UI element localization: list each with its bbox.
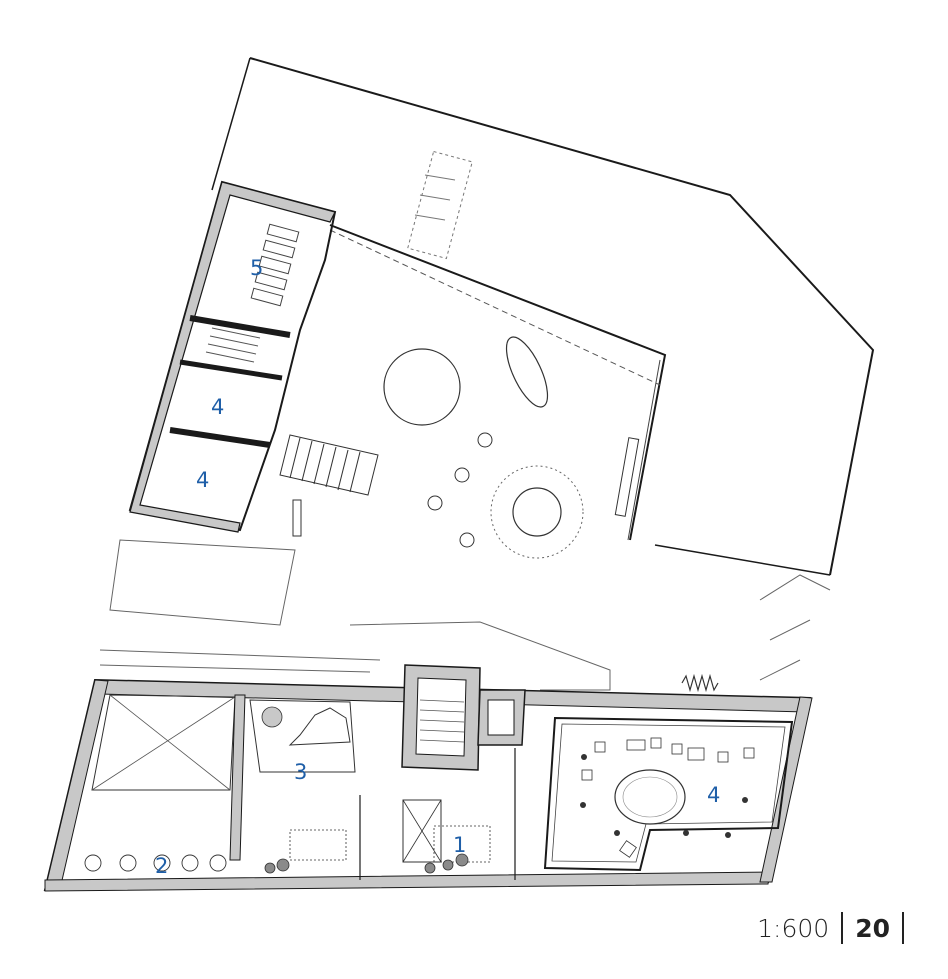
room-label-5: 5	[250, 256, 264, 280]
left-building	[128, 180, 337, 533]
courtyard-round-lawn	[383, 348, 461, 426]
courtyard-tree	[512, 487, 562, 537]
footer-separator-left	[841, 912, 844, 944]
site-boundary-left	[211, 57, 251, 191]
courtyard-bench-right	[614, 437, 640, 517]
courtyard-bench-left	[292, 499, 302, 537]
room-label-4-upper: 4	[211, 395, 225, 419]
page-number: 20	[855, 913, 890, 943]
ramp-area	[99, 539, 831, 691]
site-boundary	[249, 57, 875, 576]
scale-label: 1:600	[757, 913, 830, 943]
site-boundary-bottom	[654, 544, 831, 576]
room-label-3: 3	[294, 760, 308, 784]
courtyard-stair	[279, 434, 379, 496]
footer: 1:600 20	[757, 912, 904, 944]
courtyard-pond	[505, 336, 549, 408]
lower-building	[43, 664, 813, 892]
courtyard-tree-canopy	[490, 465, 584, 559]
spring-symbol	[681, 673, 719, 693]
pergola	[407, 150, 473, 260]
room-label-1: 1	[453, 833, 467, 857]
room-label-4-hall: 4	[707, 783, 721, 807]
room-label-2: 2	[155, 854, 169, 878]
room-label-4-middle: 4	[196, 468, 210, 492]
footer-separator-right	[902, 912, 904, 944]
courtyard-right-wall	[627, 359, 661, 541]
courtyard-outline	[329, 224, 667, 541]
courtyard-dashed-edge	[329, 229, 661, 386]
courtyard-tables	[427, 432, 493, 548]
